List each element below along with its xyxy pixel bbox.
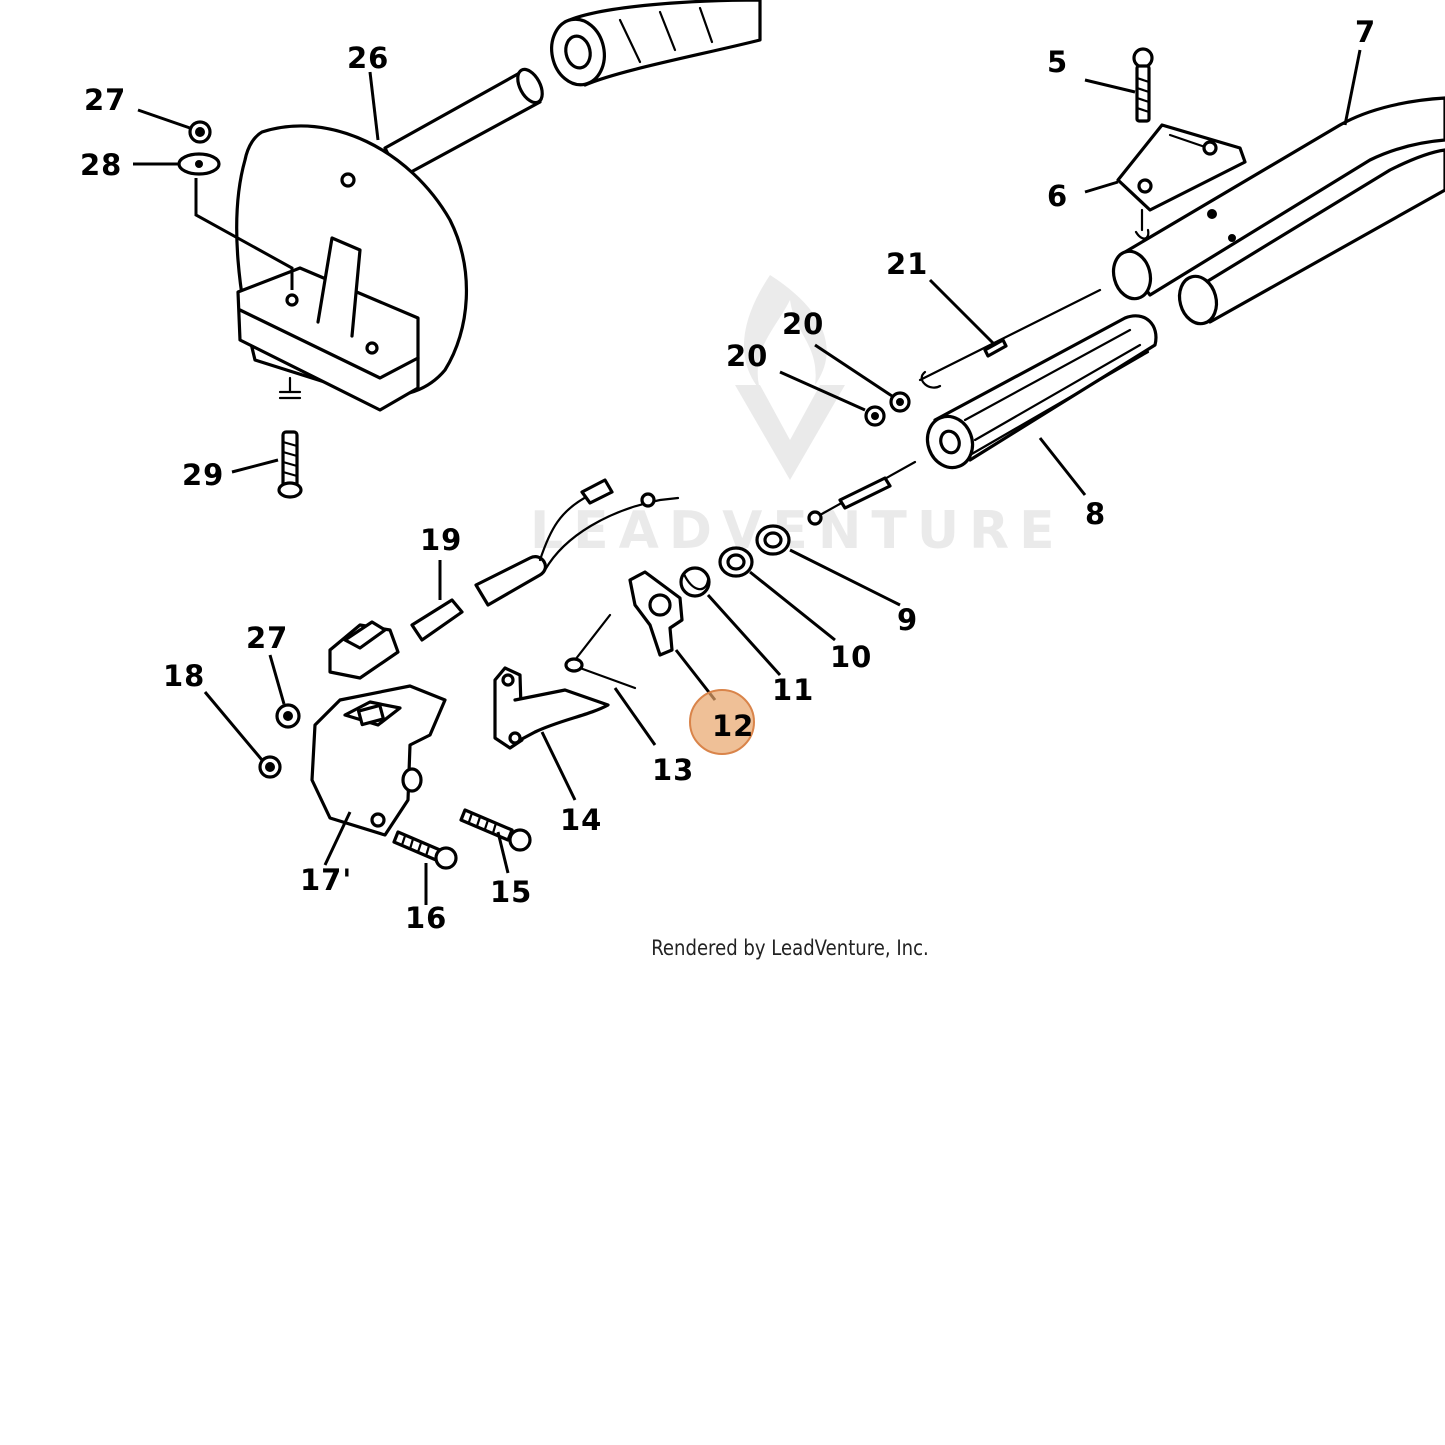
part-20-nut-b [889, 391, 911, 413]
cable-end [807, 460, 917, 526]
leader-lines [133, 49, 1362, 905]
part-8-grip [925, 314, 1158, 470]
upper-grip [550, 0, 762, 87]
part-9-washer [755, 524, 791, 556]
part-11-spring [679, 566, 711, 598]
callout-7[interactable]: 7 [1355, 15, 1376, 49]
part-18-nut [258, 755, 282, 779]
part-10-washer [718, 546, 754, 578]
part-5-screw [1132, 47, 1154, 123]
callout-27-lower[interactable]: 27 [246, 621, 288, 655]
callout-26[interactable]: 26 [347, 41, 389, 75]
callout-19[interactable]: 19 [420, 523, 462, 557]
callout-labels: 5 6 7 8 9 10 11 12 13 14 15 16 17' 18 19… [80, 15, 1376, 935]
callout-14[interactable]: 14 [560, 803, 602, 837]
part-7-handle-tube [1111, 96, 1445, 326]
part-26-plate-assembly [235, 67, 544, 412]
callout-9[interactable]: 9 [897, 603, 918, 637]
callout-20-right[interactable]: 20 [782, 307, 824, 341]
part-16-bolt [392, 830, 458, 870]
part-21-throttle-cable [918, 288, 1102, 389]
callout-17[interactable]: 17' [300, 863, 352, 897]
callout-6[interactable]: 6 [1047, 179, 1068, 213]
part-15-bolt [459, 808, 532, 852]
part-14-lever [493, 666, 610, 750]
part-28-washer [177, 152, 221, 176]
callout-10[interactable]: 10 [830, 640, 872, 674]
part-6-bracket [1116, 123, 1247, 240]
callout-16[interactable]: 16 [405, 901, 447, 935]
watermark: LEADVENTURE [530, 275, 1055, 561]
leader-28-line [194, 178, 294, 290]
part-13-spring [564, 613, 637, 690]
leadventure-flame-logo-icon [735, 275, 845, 480]
callout-20-left[interactable]: 20 [726, 339, 768, 373]
part-17-switch-housing [310, 684, 447, 837]
part-27-nut-lower [275, 703, 301, 729]
callout-21[interactable]: 21 [886, 247, 928, 281]
callout-13[interactable]: 13 [652, 753, 694, 787]
part-27-nut-top [188, 120, 212, 144]
callout-15[interactable]: 15 [490, 875, 532, 909]
part-20-nut-a [864, 405, 886, 427]
highlight-circle-12 [689, 689, 755, 755]
callout-8[interactable]: 8 [1085, 497, 1106, 531]
callout-27-top[interactable]: 27 [84, 83, 126, 117]
part-29-screw [277, 376, 303, 499]
callout-12[interactable]: 12 [712, 709, 754, 743]
part-19-switch [328, 478, 680, 680]
callout-18[interactable]: 18 [163, 659, 205, 693]
callout-28[interactable]: 28 [80, 148, 122, 182]
callout-5[interactable]: 5 [1047, 45, 1068, 79]
callout-29[interactable]: 29 [182, 458, 224, 492]
part-12-plate [628, 570, 684, 657]
render-credit-text: Rendered by LeadVenture, Inc. [651, 936, 929, 960]
callout-11[interactable]: 11 [772, 673, 814, 707]
